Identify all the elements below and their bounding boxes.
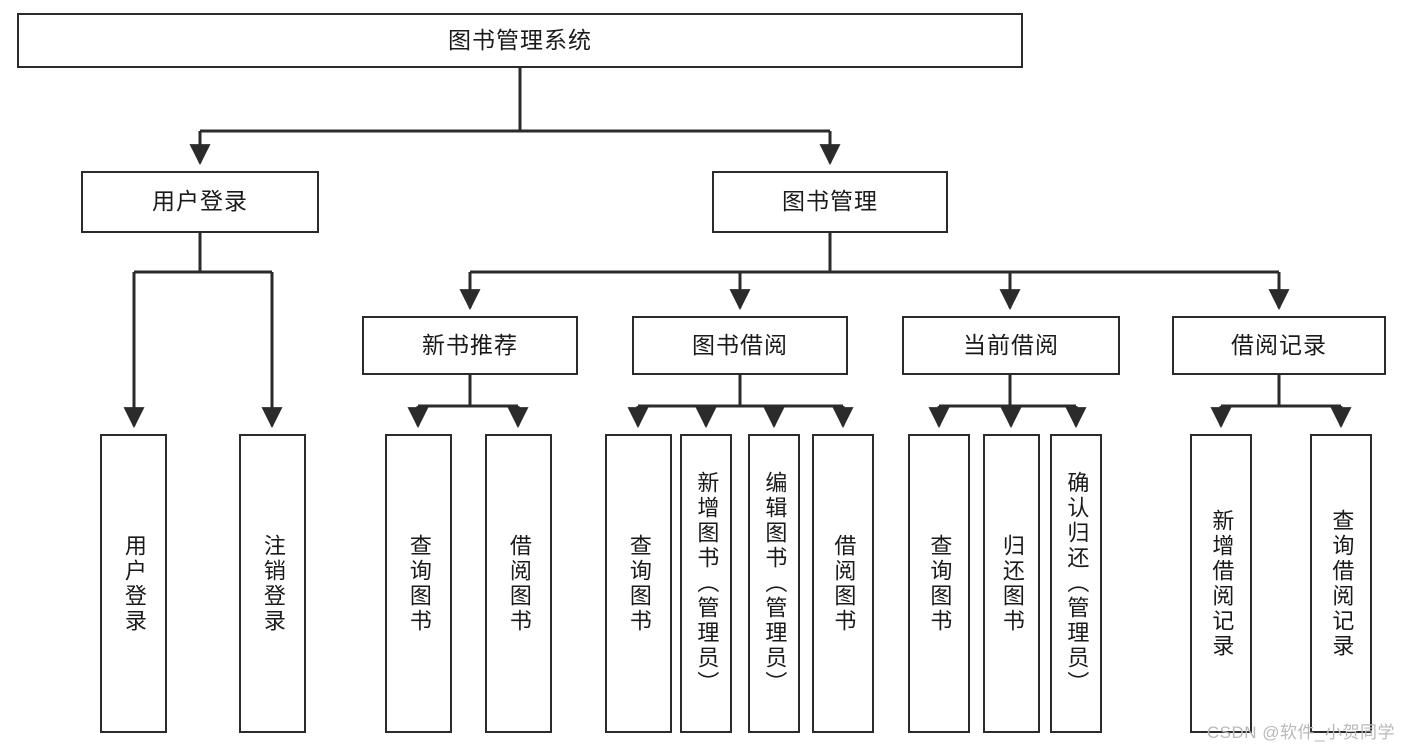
node-leaf-edit-book[interactable]: 编辑图书（管理员） xyxy=(748,434,800,733)
node-leaf-logout[interactable]: 注销登录 xyxy=(239,434,306,733)
node-leaf-return-book-label: 归还图书 xyxy=(999,533,1025,634)
node-user-login-label: 用户登录 xyxy=(152,188,248,215)
node-leaf-query-book-1-label: 查询图书 xyxy=(406,533,432,634)
node-leaf-confirm-return[interactable]: 确认归还（管理员） xyxy=(1050,434,1102,733)
node-leaf-user-login[interactable]: 用户登录 xyxy=(100,434,167,733)
node-leaf-query-book-1[interactable]: 查询图书 xyxy=(385,434,452,733)
node-leaf-borrow-book-2-label: 借阅图书 xyxy=(831,533,857,634)
node-new-book-recommend-label: 新书推荐 xyxy=(422,331,518,358)
node-book-borrow[interactable]: 图书借阅 xyxy=(632,316,848,375)
node-book-manage-label: 图书管理 xyxy=(782,188,878,215)
node-leaf-add-record[interactable]: 新增借阅记录 xyxy=(1190,434,1252,733)
node-leaf-add-record-label: 新增借阅记录 xyxy=(1209,508,1235,659)
node-leaf-borrow-book-2[interactable]: 借阅图书 xyxy=(812,434,874,733)
node-leaf-query-book-2-label: 查询图书 xyxy=(626,533,652,634)
node-leaf-query-book-3[interactable]: 查询图书 xyxy=(908,434,970,733)
node-leaf-query-record-label: 查询借阅记录 xyxy=(1329,508,1355,659)
node-leaf-borrow-book-1-label: 借阅图书 xyxy=(506,533,532,634)
node-user-login[interactable]: 用户登录 xyxy=(81,171,319,233)
node-current-borrow-label: 当前借阅 xyxy=(963,331,1059,358)
node-leaf-edit-book-label: 编辑图书（管理员） xyxy=(762,471,788,696)
node-leaf-logout-label: 注销登录 xyxy=(260,533,286,634)
node-book-manage[interactable]: 图书管理 xyxy=(712,171,948,233)
node-leaf-borrow-book-1[interactable]: 借阅图书 xyxy=(485,434,552,733)
node-leaf-user-login-label: 用户登录 xyxy=(121,533,147,634)
node-leaf-query-record[interactable]: 查询借阅记录 xyxy=(1310,434,1372,733)
node-leaf-add-book[interactable]: 新增图书（管理员） xyxy=(680,434,732,733)
node-book-borrow-label: 图书借阅 xyxy=(692,331,788,358)
node-leaf-confirm-return-label: 确认归还（管理员） xyxy=(1064,471,1090,696)
node-leaf-return-book[interactable]: 归还图书 xyxy=(983,434,1040,733)
watermark: CSDN @软件_小贺同学 xyxy=(1206,723,1395,742)
node-root-label: 图书管理系统 xyxy=(448,26,592,53)
node-new-book-recommend[interactable]: 新书推荐 xyxy=(362,316,578,375)
node-borrow-record-label: 借阅记录 xyxy=(1231,331,1327,358)
node-root[interactable]: 图书管理系统 xyxy=(17,13,1023,68)
node-leaf-query-book-3-label: 查询图书 xyxy=(927,533,953,634)
node-borrow-record[interactable]: 借阅记录 xyxy=(1172,316,1386,375)
node-leaf-query-book-2[interactable]: 查询图书 xyxy=(605,434,672,733)
node-leaf-add-book-label: 新增图书（管理员） xyxy=(694,471,720,696)
node-current-borrow[interactable]: 当前借阅 xyxy=(902,316,1120,375)
